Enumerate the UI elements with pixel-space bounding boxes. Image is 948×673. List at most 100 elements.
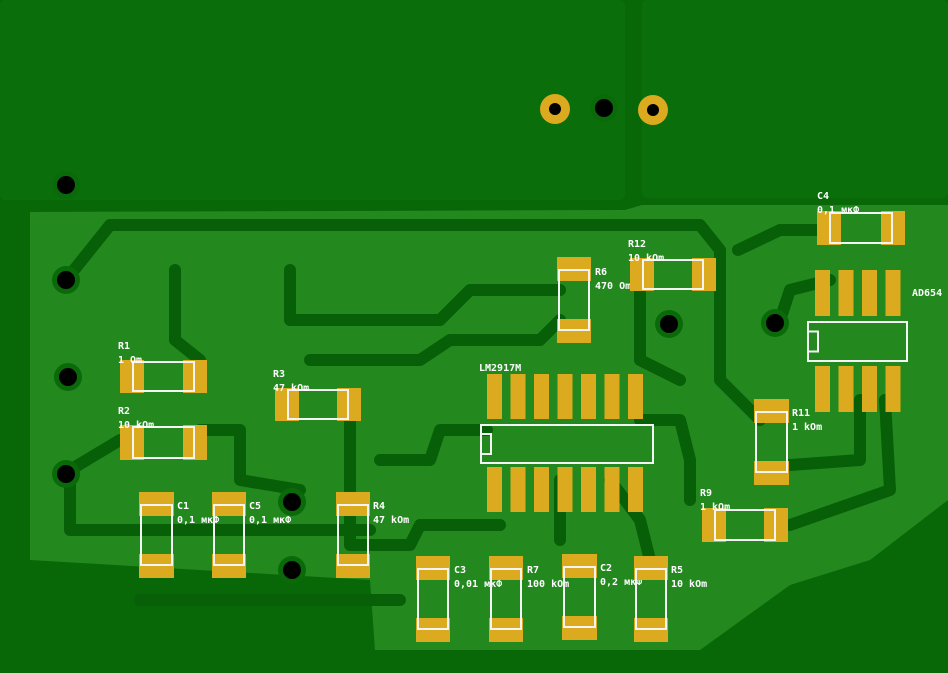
component-r3[interactable]: R3 47 kОm — [273, 369, 361, 421]
component-value: 1 Оm — [118, 355, 142, 366]
pin1-notch — [480, 433, 492, 455]
component-value: 1 kОm — [792, 422, 822, 433]
via-hole — [57, 465, 75, 483]
component-c4[interactable]: C4 0,1 мкФ — [817, 191, 905, 245]
ic-pin — [815, 270, 830, 316]
silkscreen-outline — [287, 389, 349, 420]
silkscreen-outline — [642, 259, 704, 290]
component-c3[interactable]: C30,01 мкФ — [416, 556, 502, 642]
component-value: 0,01 мкФ — [454, 579, 502, 590]
component-ref: R5 — [671, 565, 683, 576]
component-ref: C2 — [600, 563, 612, 574]
component-ref: R9 — [700, 488, 712, 499]
component-value: 10 kОm — [628, 253, 664, 264]
pin1-notch — [807, 330, 819, 353]
ic-pin — [534, 374, 549, 419]
component-value: 0,2 мкФ — [600, 577, 642, 588]
ic-u2[interactable]: AD654 — [807, 270, 942, 412]
ic-pin — [838, 366, 854, 412]
ic-pin — [510, 374, 526, 419]
copper-pour-top-right — [642, 0, 948, 198]
component-r1[interactable]: R1 1 Оm — [118, 341, 207, 393]
silkscreen-outline — [132, 426, 195, 459]
via-hole — [283, 561, 301, 579]
silkscreen-outline — [563, 566, 596, 628]
silkscreen-outline — [829, 212, 893, 244]
component-value: 0,1 мкФ — [817, 205, 859, 216]
component-value: 10 kОm — [671, 579, 707, 590]
ic-u1[interactable]: LM2917M — [479, 363, 654, 512]
component-value: 47 kОm — [273, 383, 309, 394]
ic-pin — [885, 366, 901, 412]
component-r2[interactable]: R2 10 kОm — [118, 406, 207, 460]
component-ref: R6 — [595, 267, 607, 278]
silkscreen-outline — [213, 504, 245, 566]
silkscreen-outline — [714, 509, 776, 541]
component-value: 47 kОm — [373, 515, 409, 526]
via-hole — [59, 368, 77, 386]
component-r7[interactable]: R7 100 kОm — [489, 556, 569, 642]
component-ref: R12 — [628, 239, 646, 250]
via-hole — [766, 314, 784, 332]
component-ref: C1 — [177, 501, 189, 512]
via-hole — [57, 271, 75, 289]
component-value: 0,1 мкФ — [177, 515, 219, 526]
component-value: 100 kОm — [527, 579, 569, 590]
ic-pin — [487, 467, 502, 512]
ic-layer: LM2917M AD654 — [479, 270, 942, 512]
component-r12[interactable]: R12 10 kОm — [628, 239, 716, 291]
vias-layer — [52, 94, 789, 584]
via-hole — [595, 99, 613, 117]
component-ref: R3 — [273, 369, 285, 380]
component-r6[interactable]: R6 470 Оm — [557, 257, 631, 343]
silkscreen-outline — [140, 504, 173, 566]
ic-pin — [628, 374, 643, 419]
component-ref: C4 — [817, 191, 829, 202]
component-ref: R7 — [527, 565, 539, 576]
ic-ref: LM2917M — [479, 363, 521, 374]
silkscreen-outline — [635, 568, 667, 630]
traces — [60, 219, 896, 606]
via-hole — [57, 176, 75, 194]
component-ref: R11 — [792, 408, 810, 419]
component-value: 10 kОm — [118, 420, 154, 431]
component-ref: R2 — [118, 406, 130, 417]
drill-hole — [549, 103, 561, 115]
ic-pin — [534, 467, 549, 512]
silkscreen-outline — [132, 361, 195, 392]
component-r4[interactable]: R4 47 kОm — [336, 492, 409, 578]
component-c1[interactable]: C1 0,1 мкФ — [139, 492, 219, 578]
component-c5[interactable]: C50,1 мкФ — [212, 492, 291, 578]
silkscreen-outline — [490, 568, 522, 630]
copper-pour-top-left — [0, 0, 625, 200]
ic-pin — [581, 467, 596, 512]
silkscreen-outline — [417, 568, 449, 630]
ic-pin — [838, 270, 854, 316]
component-ref: R1 — [118, 341, 130, 352]
component-value: 470 Оm — [595, 281, 631, 292]
ic-pin — [604, 374, 620, 419]
component-r9[interactable]: R9 1 kОm — [700, 488, 788, 542]
ic-pin — [487, 374, 502, 419]
component-r5[interactable]: R5 10 kОm — [634, 556, 707, 642]
silkscreen-outline — [755, 411, 788, 473]
ic-pin — [815, 366, 830, 412]
ic-ref: AD654 — [912, 288, 942, 299]
drill-hole — [647, 104, 659, 116]
ic-pin — [557, 467, 573, 512]
silkscreen-outline — [337, 504, 369, 566]
ic-pin — [557, 374, 573, 419]
ic-pin — [604, 467, 620, 512]
via-hole — [283, 493, 301, 511]
ic-pin — [862, 270, 877, 316]
component-value: 1 kОm — [700, 502, 730, 513]
component-ref: R4 — [373, 501, 385, 512]
component-r11[interactable]: R11 1 kОm — [754, 399, 822, 485]
ic-pin — [510, 467, 526, 512]
ic-pin — [628, 467, 643, 512]
component-value: 0,1 мкФ — [249, 515, 291, 526]
component-c2[interactable]: C2 0,2 мкФ — [562, 554, 642, 640]
via-hole — [660, 315, 678, 333]
